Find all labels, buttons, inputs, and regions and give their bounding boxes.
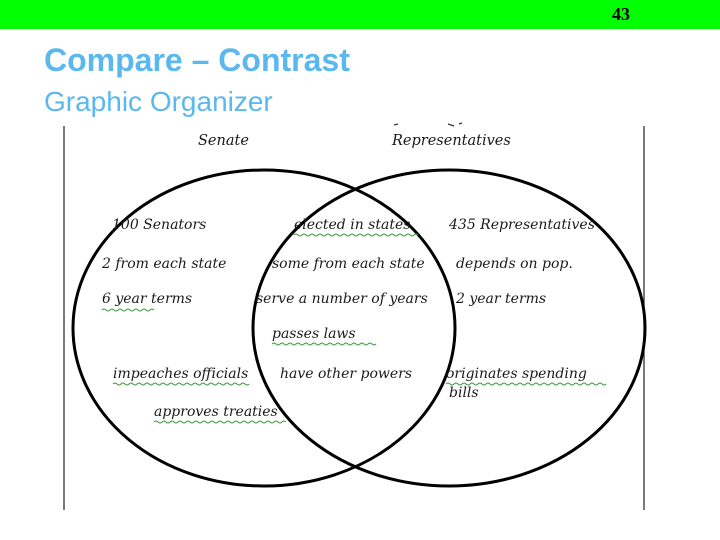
representatives-item: depends on pop. [456, 256, 573, 272]
top-bar: 43 [0, 0, 720, 29]
spellcheck-underline [153, 420, 287, 424]
slide-subtitle: Graphic Organizer [44, 86, 273, 117]
spellcheck-underline [101, 308, 155, 312]
senate-item: 6 year terms [102, 291, 192, 307]
shared-item: some from each state [272, 256, 425, 272]
senate-item: approves treaties [154, 404, 278, 420]
representatives-item: 2 year terms [455, 291, 546, 307]
spellcheck-underline [293, 233, 419, 237]
spellcheck-underline [445, 382, 607, 386]
clipped-mark [393, 122, 463, 127]
shared-item: passes laws [272, 326, 356, 342]
senate-circle [71, 168, 457, 488]
slide-number: 43 [612, 4, 630, 24]
spellcheck-underline [271, 342, 377, 346]
senate-heading: Senate [198, 133, 249, 149]
shared-item: elected in states [294, 217, 410, 233]
representatives-heading: Representatives [391, 133, 511, 149]
shared-item: have other powers [280, 366, 412, 382]
slide-title: Compare – Contrast [44, 42, 350, 78]
representatives-item: bills [449, 385, 479, 401]
representatives-circle [251, 168, 647, 488]
shared-item: serve a number of years [256, 291, 428, 307]
spellcheck-underline [112, 382, 250, 386]
representatives-item: originates spending [446, 366, 587, 382]
senate-item: 100 Senators [112, 217, 206, 233]
senate-item: 2 from each state [101, 256, 226, 272]
representatives-item: 435 Representatives [448, 217, 595, 233]
senate-item: impeaches officials [113, 366, 248, 382]
